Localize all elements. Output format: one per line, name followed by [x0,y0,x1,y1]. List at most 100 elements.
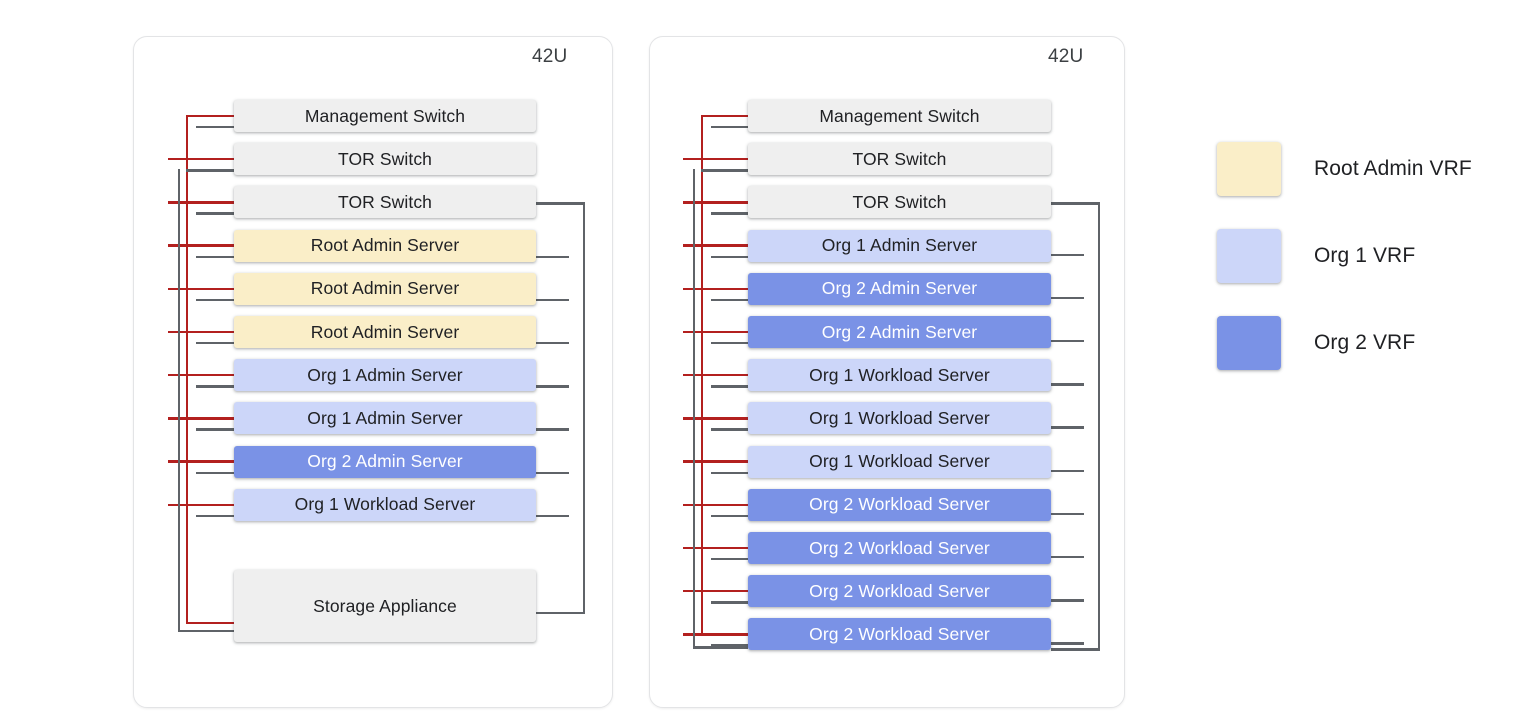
rack-unit[interactable]: Org 2 Admin Server [748,272,1051,305]
rack-unit[interactable]: Org 2 Workload Server [748,575,1051,608]
data-cable-left [711,514,748,518]
rack-unit[interactable]: Org 1 Workload Server [748,359,1051,392]
data-cable-right-stub [1051,556,1084,559]
data-cable-left [196,385,234,388]
legend-swatch-org2-vrf [1217,316,1281,370]
management-cable [168,330,234,334]
rack-unit[interactable]: TOR Switch [234,143,536,176]
data-cable-left [196,471,234,474]
data-cable-left [711,601,748,604]
rack-unit[interactable]: Org 1 Workload Server [234,488,536,521]
data-cable-right-stub [1051,296,1084,300]
data-cable-left [196,126,234,129]
rack-unit[interactable]: TOR Switch [234,186,536,219]
legend-swatch-org1-vrf [1217,229,1281,283]
data-cable-left [711,342,748,345]
data-bus-left-vertical [178,169,181,632]
management-cable [168,244,234,247]
rack-unit[interactable]: Management Switch [748,100,1051,132]
data-cable-appliance-left [178,630,234,633]
legend-label-root-admin-vrf: Root Admin VRF [1314,157,1472,180]
data-cable-left [196,342,234,345]
data-cable-left [196,298,234,302]
rack-unit[interactable]: Root Admin Server [234,272,536,305]
data-bus-right-vertical [583,202,586,612]
rack-unit[interactable]: Org 2 Workload Server [748,488,1051,521]
data-cable-right-bottom [1051,648,1101,651]
management-cable [168,158,234,161]
data-bus-left-vertical [693,169,696,647]
rack-unit[interactable]: Root Admin Server [234,229,536,262]
legend-item: Org 2 VRF [1217,316,1472,370]
data-cable-right-stub [536,514,569,518]
data-cable-right-stub [1051,340,1084,343]
rack-unit[interactable]: Org 1 Workload Server [748,445,1051,478]
management-cable [186,114,234,118]
data-cable-right-top [536,202,586,205]
data-cable-left [711,212,748,215]
data-cable-left [711,255,748,258]
rack-unit[interactable]: Root Admin Server [234,316,536,348]
data-cable-right-bottom [536,612,586,615]
data-cable-left [186,169,234,172]
data-cable-right-stub [536,471,569,474]
management-cable [683,546,748,550]
data-cable-right-stub [1051,426,1084,429]
data-cable-right-stub [536,298,569,302]
rack-unit[interactable]: Org 1 Workload Server [748,402,1051,435]
data-cable-left [196,255,234,258]
management-cable [168,503,234,506]
data-cable-right-stub [1051,599,1084,602]
management-cable [168,460,234,463]
data-cable-left [196,514,234,518]
data-cable-right-stub [536,255,569,258]
management-cable [683,374,748,377]
management-bus-vertical [186,116,189,624]
management-cable [683,633,748,636]
data-cable-right-top [1051,202,1101,205]
management-cable [683,244,748,247]
data-cable-right-stub [1051,383,1084,386]
management-cable [683,201,748,204]
management-cable [683,460,748,463]
rack-unit[interactable]: Management Switch [234,100,536,132]
management-cable [168,374,234,377]
data-cable-right-stub [536,428,569,431]
management-cable [701,114,748,118]
rack-unit[interactable]: Org 2 Admin Server [748,316,1051,348]
rack-appliance[interactable]: Storage Appliance [234,570,536,642]
rack-unit[interactable]: Org 2 Admin Server [234,445,536,478]
data-cable-right-stub [1051,469,1084,472]
legend-label-org2-vrf: Org 2 VRF [1314,331,1416,354]
data-cable-right-stub [1051,642,1084,645]
management-cable [168,417,234,420]
rack-unit[interactable]: TOR Switch [748,143,1051,176]
legend-swatch-root-admin-vrf [1217,142,1281,196]
management-cable [683,287,748,290]
vrf-legend: Root Admin VRF Org 1 VRF Org 2 VRF [1217,142,1472,370]
data-cable-left [711,385,748,388]
rack-unit[interactable]: Org 1 Admin Server [748,229,1051,262]
rack-unit[interactable]: Org 1 Admin Server [234,402,536,435]
data-cable-right-stub [536,385,569,388]
legend-item: Root Admin VRF [1217,142,1472,196]
legend-label-org1-vrf: Org 1 VRF [1314,244,1416,267]
rack-unit[interactable]: Org 1 Admin Server [234,359,536,392]
data-cable-left [711,644,748,647]
rack-unit[interactable]: TOR Switch [748,186,1051,219]
data-cable-last-left [693,646,748,649]
rack-unit[interactable]: Org 2 Workload Server [748,618,1051,651]
data-cable-left [711,298,748,302]
data-cable-left [711,126,748,129]
data-cable-left [701,169,748,172]
management-cable [683,503,748,506]
rack-unit[interactable]: Org 2 Workload Server [748,532,1051,564]
rack-left-capacity-label: 42U [532,46,568,67]
data-cable-left [196,212,234,215]
data-cable-left [711,428,748,431]
management-cable [168,287,234,290]
management-cable [683,158,748,161]
rack-right-capacity-label: 42U [1048,46,1084,67]
data-cable-left [196,428,234,431]
